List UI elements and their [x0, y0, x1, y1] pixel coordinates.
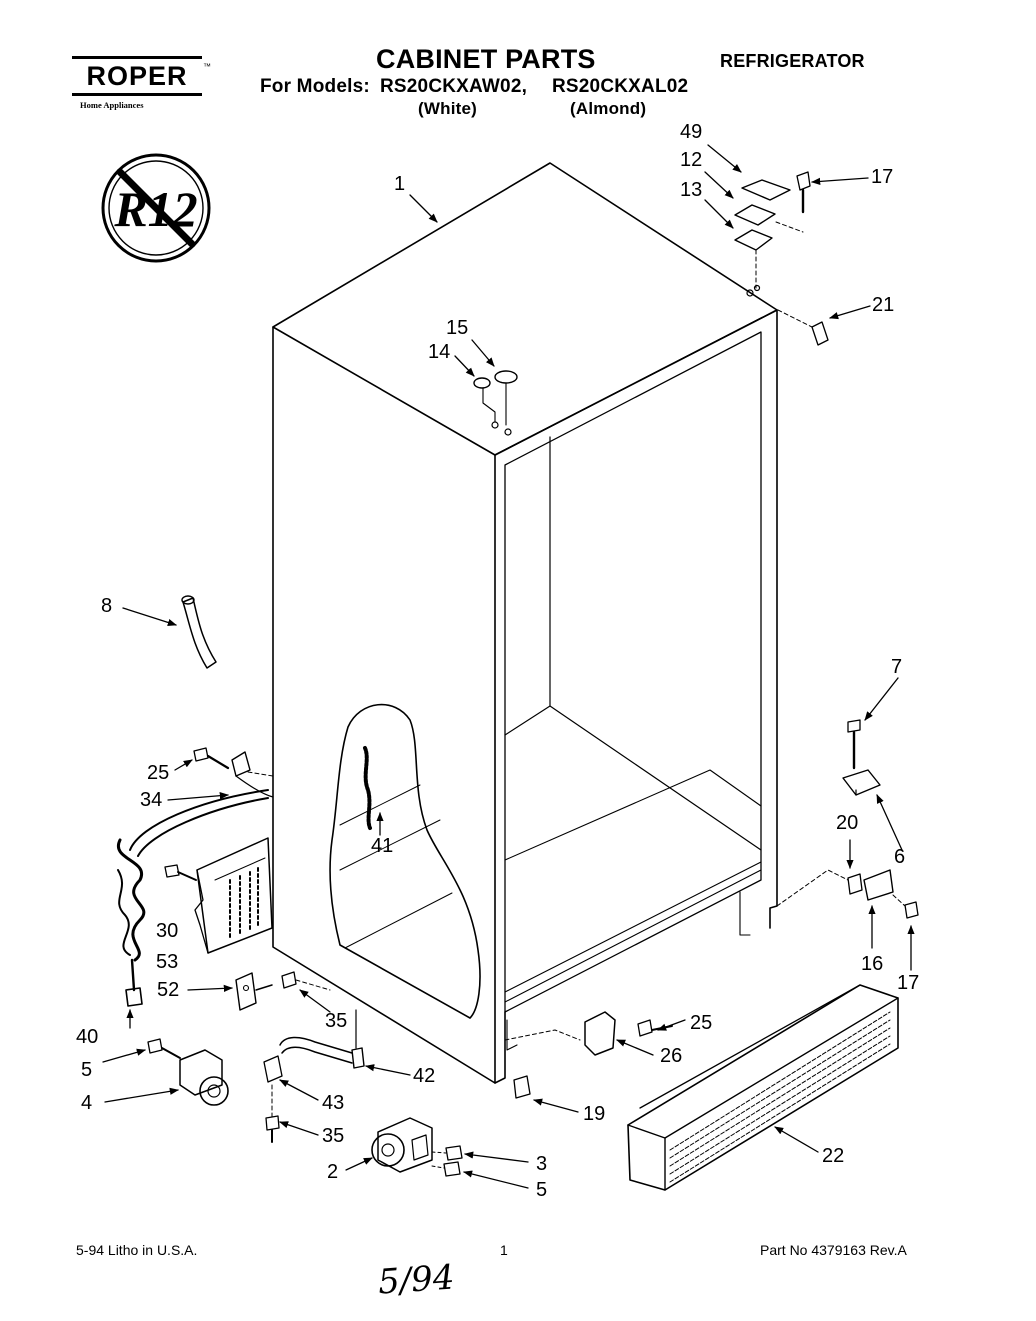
handwritten-date: 5/94: [376, 1257, 456, 1303]
callout-16: 16: [861, 953, 884, 975]
callout-43: 43: [322, 1092, 345, 1114]
refrigerator-cabinet: [273, 163, 777, 1083]
callout-22: 22: [822, 1145, 845, 1167]
callout-7: 7: [891, 656, 903, 678]
appliance-category: REFRIGERATOR: [720, 51, 865, 71]
right-bracket-hardware: [777, 720, 918, 918]
left-hardware: [118, 748, 273, 1006]
roller-assemblies: [148, 1039, 462, 1176]
callout-34: 34: [140, 789, 163, 811]
lower-left-brackets: [236, 972, 330, 1010]
callout-1: 1: [394, 173, 406, 195]
side-cutaway: [330, 705, 480, 1018]
no-r12-badge: R12: [103, 155, 209, 261]
badge-label: R12: [113, 181, 197, 237]
page-title: CABINET PARTS: [376, 44, 596, 74]
callout-21: 21: [872, 294, 895, 316]
callout-13: 13: [680, 179, 703, 201]
callout-49: 49: [680, 121, 703, 143]
model-color-almond: (Almond): [570, 99, 647, 118]
callout-20: 20: [836, 812, 859, 834]
model-number-almond: RS20CKXAL02: [552, 76, 689, 97]
model-number-white: RS20CKXAW02,: [380, 76, 528, 97]
brand-trademark: ™: [203, 62, 211, 71]
callout-35-upper: 35: [325, 1010, 348, 1032]
lower-center-brackets: [505, 1012, 672, 1098]
callout-12: 12: [680, 149, 703, 171]
top-hinge-assembly: [735, 172, 810, 288]
callout-2: 2: [327, 1161, 339, 1183]
water-tube: [264, 1010, 364, 1142]
callout-35-lower: 35: [322, 1125, 345, 1147]
brand-name: ROPER: [86, 61, 188, 91]
callout-30: 30: [156, 920, 179, 942]
page-number: 1: [500, 1242, 508, 1258]
leader-lines: [103, 145, 915, 1188]
callout-40: 40: [76, 1026, 99, 1048]
callout-26: 26: [660, 1045, 683, 1067]
toe-grille: [628, 985, 898, 1190]
brand-subtitle: Home Appliances: [80, 100, 144, 110]
callout-15: 15: [446, 317, 469, 339]
roper-logo: ROPER ™ Home Appliances: [72, 56, 212, 116]
callout-42: 42: [413, 1065, 436, 1087]
print-info: 5-94 Litho in U.S.A.: [76, 1242, 198, 1258]
callout-19: 19: [583, 1103, 606, 1125]
callout-53: 53: [156, 951, 179, 973]
callout-8: 8: [101, 595, 113, 617]
logo-rules: [72, 56, 202, 96]
callout-17-bottom: 17: [897, 972, 920, 994]
callout-25-right: 25: [690, 1012, 713, 1034]
callout-52: 52: [157, 979, 180, 1001]
callout-5-bottom: 5: [536, 1179, 548, 1201]
callout-25-left: 25: [147, 762, 170, 784]
callout-3: 3: [536, 1153, 548, 1175]
callout-14: 14: [428, 341, 451, 363]
part-21-clip: [812, 322, 828, 345]
part-number: Part No 4379163 Rev.A: [760, 1242, 907, 1258]
models-label: For Models:: [260, 76, 370, 97]
callout-17-top: 17: [871, 166, 894, 188]
model-color-white: (White): [418, 99, 477, 118]
part-8-hose: [183, 598, 216, 668]
callout-6: 6: [894, 846, 906, 868]
callout-41: 41: [371, 835, 394, 857]
callout-4: 4: [81, 1092, 93, 1114]
top-plugs: [474, 371, 517, 425]
callout-5-left: 5: [81, 1059, 93, 1081]
